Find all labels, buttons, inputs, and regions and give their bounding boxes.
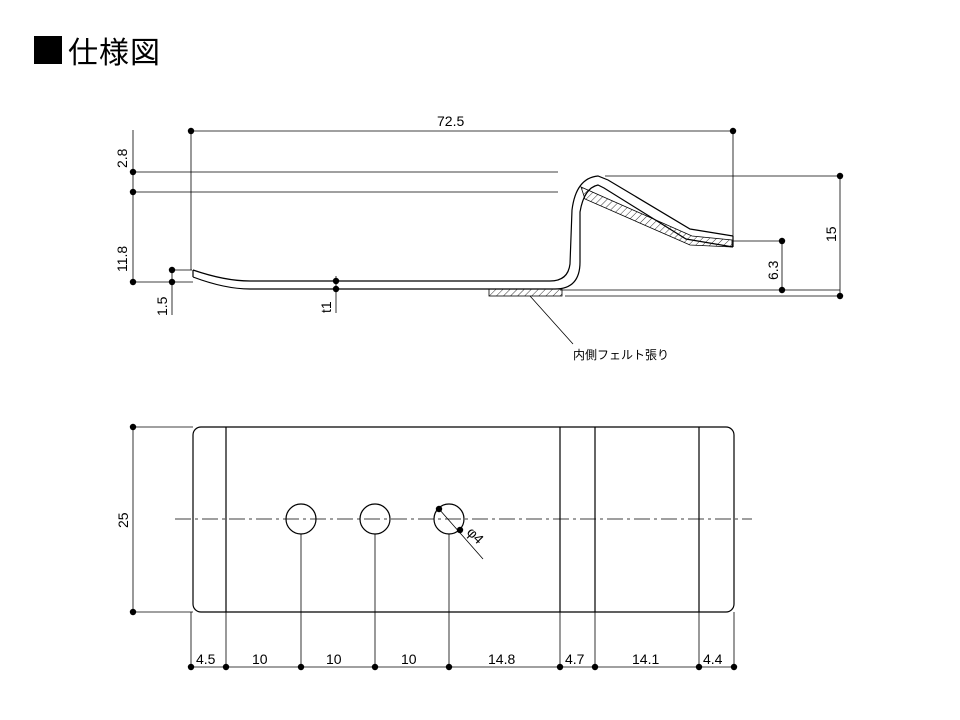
dim-dot xyxy=(168,266,176,274)
title-square-icon xyxy=(34,36,62,64)
dim-dot xyxy=(129,278,137,286)
dim-dot xyxy=(435,505,443,513)
dim-segment: 4.7 xyxy=(565,651,585,667)
dim-end-lift: 1.5 xyxy=(154,296,170,316)
dim-segment: 14.1 xyxy=(632,651,659,667)
dim-dot xyxy=(729,127,737,135)
dim-dot xyxy=(591,663,599,671)
dim-hole-diameter: φ4 xyxy=(464,524,487,547)
felt-strip-bottom xyxy=(488,288,563,297)
dim-dot xyxy=(187,127,195,135)
dim-thickness: t1 xyxy=(318,301,334,313)
dim-dot xyxy=(730,663,738,671)
felt-note: 内側フェルト張り xyxy=(573,348,669,362)
dim-dot xyxy=(695,663,703,671)
dim-top-gap: 2.8 xyxy=(114,148,130,168)
felt-strip-upper xyxy=(580,186,733,248)
dim-dot xyxy=(456,526,464,534)
dim-dot xyxy=(297,663,305,671)
dim-overall-length: 72.5 xyxy=(437,113,464,129)
dim-segment: 10 xyxy=(401,651,417,667)
plate-outline xyxy=(192,426,735,613)
dim-dot xyxy=(836,292,844,300)
dim-dot xyxy=(332,277,340,285)
dim-dot xyxy=(222,663,230,671)
side-view: 72.5 2.8 11.8 1.5 t1 6.3 1 xyxy=(114,113,844,362)
dim-dot xyxy=(129,423,137,431)
dim-dot xyxy=(187,663,195,671)
dim-dot xyxy=(778,237,786,245)
dim-dot xyxy=(129,168,137,176)
dim-segment: 14.8 xyxy=(488,651,515,667)
dim-dot xyxy=(129,608,137,616)
dim-tip-height: 6.3 xyxy=(765,260,781,280)
dim-dot xyxy=(445,663,453,671)
dim-dot xyxy=(332,285,340,293)
dim-segment: 10 xyxy=(252,651,268,667)
dim-overall-height: 15 xyxy=(823,226,839,242)
page-title: 仕様図 xyxy=(34,28,161,72)
felt-leader-line xyxy=(529,295,574,345)
dim-segment: 4.4 xyxy=(703,651,723,667)
dim-dot xyxy=(371,663,379,671)
title-text: 仕様図 xyxy=(68,36,161,71)
dim-segment: 4.5 xyxy=(196,651,216,667)
dim-dot xyxy=(778,286,786,294)
dim-dot xyxy=(556,663,564,671)
dim-height-left: 11.8 xyxy=(114,246,130,272)
dim-dot xyxy=(129,188,137,196)
dim-dot xyxy=(836,172,844,180)
dim-dot xyxy=(168,278,176,286)
clip-profile-inner xyxy=(192,184,734,290)
hole-diameter-leader xyxy=(438,508,484,560)
dim-width: 25 xyxy=(115,512,131,528)
clip-profile-outer xyxy=(192,175,734,282)
top-view: φ4 25 4.5 10 10 10 14.8 4.7 14.1 xyxy=(115,423,752,671)
dim-segment: 10 xyxy=(326,651,342,667)
